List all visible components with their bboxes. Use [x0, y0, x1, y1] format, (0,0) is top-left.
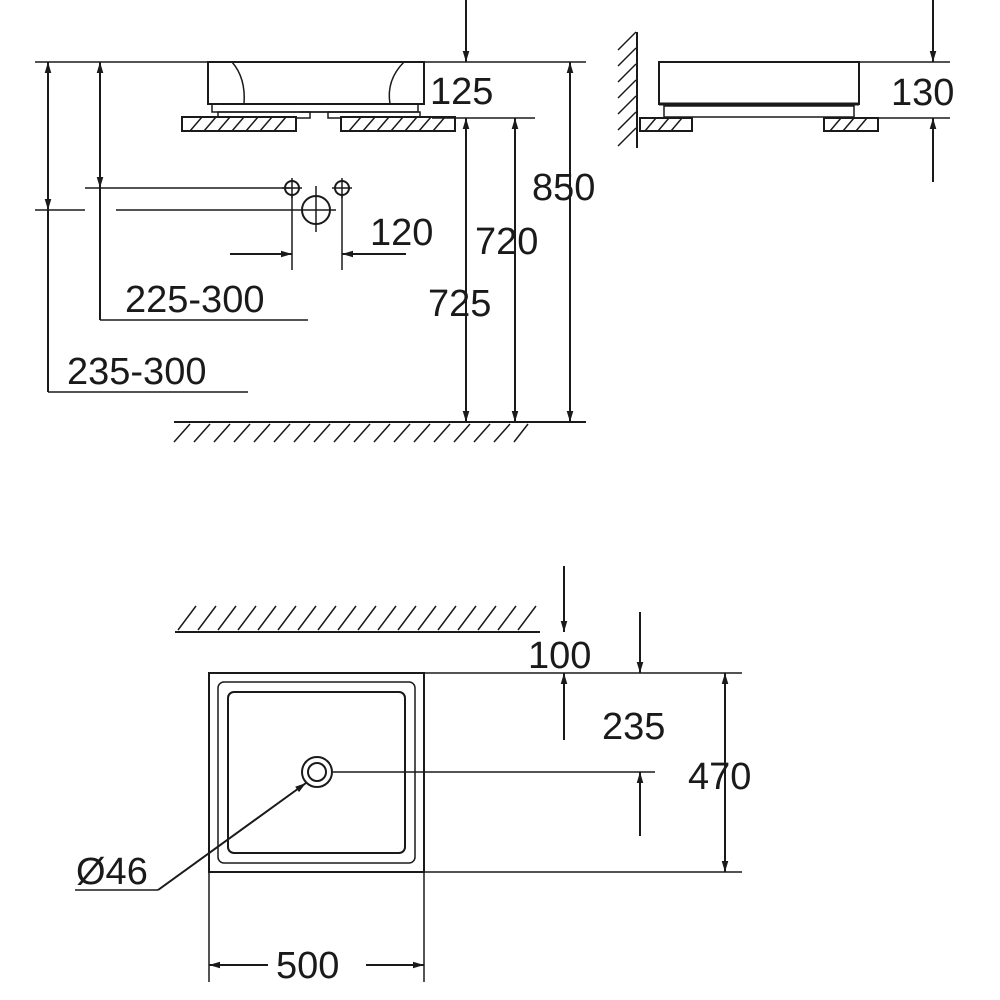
dim-waste-height: 235-300 — [67, 351, 206, 393]
dim-drain-diameter: Ø46 — [76, 851, 148, 893]
drain — [301, 756, 333, 788]
basin-side-outline — [658, 61, 860, 118]
countertop-front — [181, 116, 456, 132]
dim-wall-gap: 100 — [528, 635, 591, 677]
dimension-arrows-top — [157, 566, 729, 969]
dim-depth: 470 — [688, 756, 751, 798]
basin-front-outline — [207, 61, 425, 119]
extension-lines-front — [35, 61, 586, 393]
dim-side-height: 130 — [891, 72, 954, 114]
dim-tap-height: 225-300 — [125, 279, 264, 321]
dim-counter-height: 725 — [428, 283, 491, 325]
side-view: 130 — [617, 0, 954, 182]
wall-side — [617, 31, 638, 148]
floor-front — [173, 421, 586, 443]
dimension-arrows-side — [860, 0, 950, 182]
dim-half-depth: 235 — [602, 706, 665, 748]
tap-hole-right — [332, 178, 352, 198]
dim-counter-top: 720 — [475, 221, 538, 263]
dim-basin-height: 125 — [430, 71, 493, 113]
top-view: 100 235 470 Ø46 500 — [75, 566, 751, 987]
dim-width: 500 — [276, 945, 339, 987]
extension-lines-top — [75, 672, 742, 982]
dim-tap-spacing: 120 — [370, 212, 433, 254]
dim-rim-height: 850 — [532, 167, 595, 209]
front-view: 125 120 225-300 235-300 725 720 850 — [35, 0, 595, 443]
tap-hole-left — [282, 178, 302, 198]
wall-top — [175, 605, 540, 633]
dimension-arrows-front — [44, 0, 574, 422]
countertop-side — [639, 117, 879, 132]
waste-outlet — [292, 186, 336, 232]
